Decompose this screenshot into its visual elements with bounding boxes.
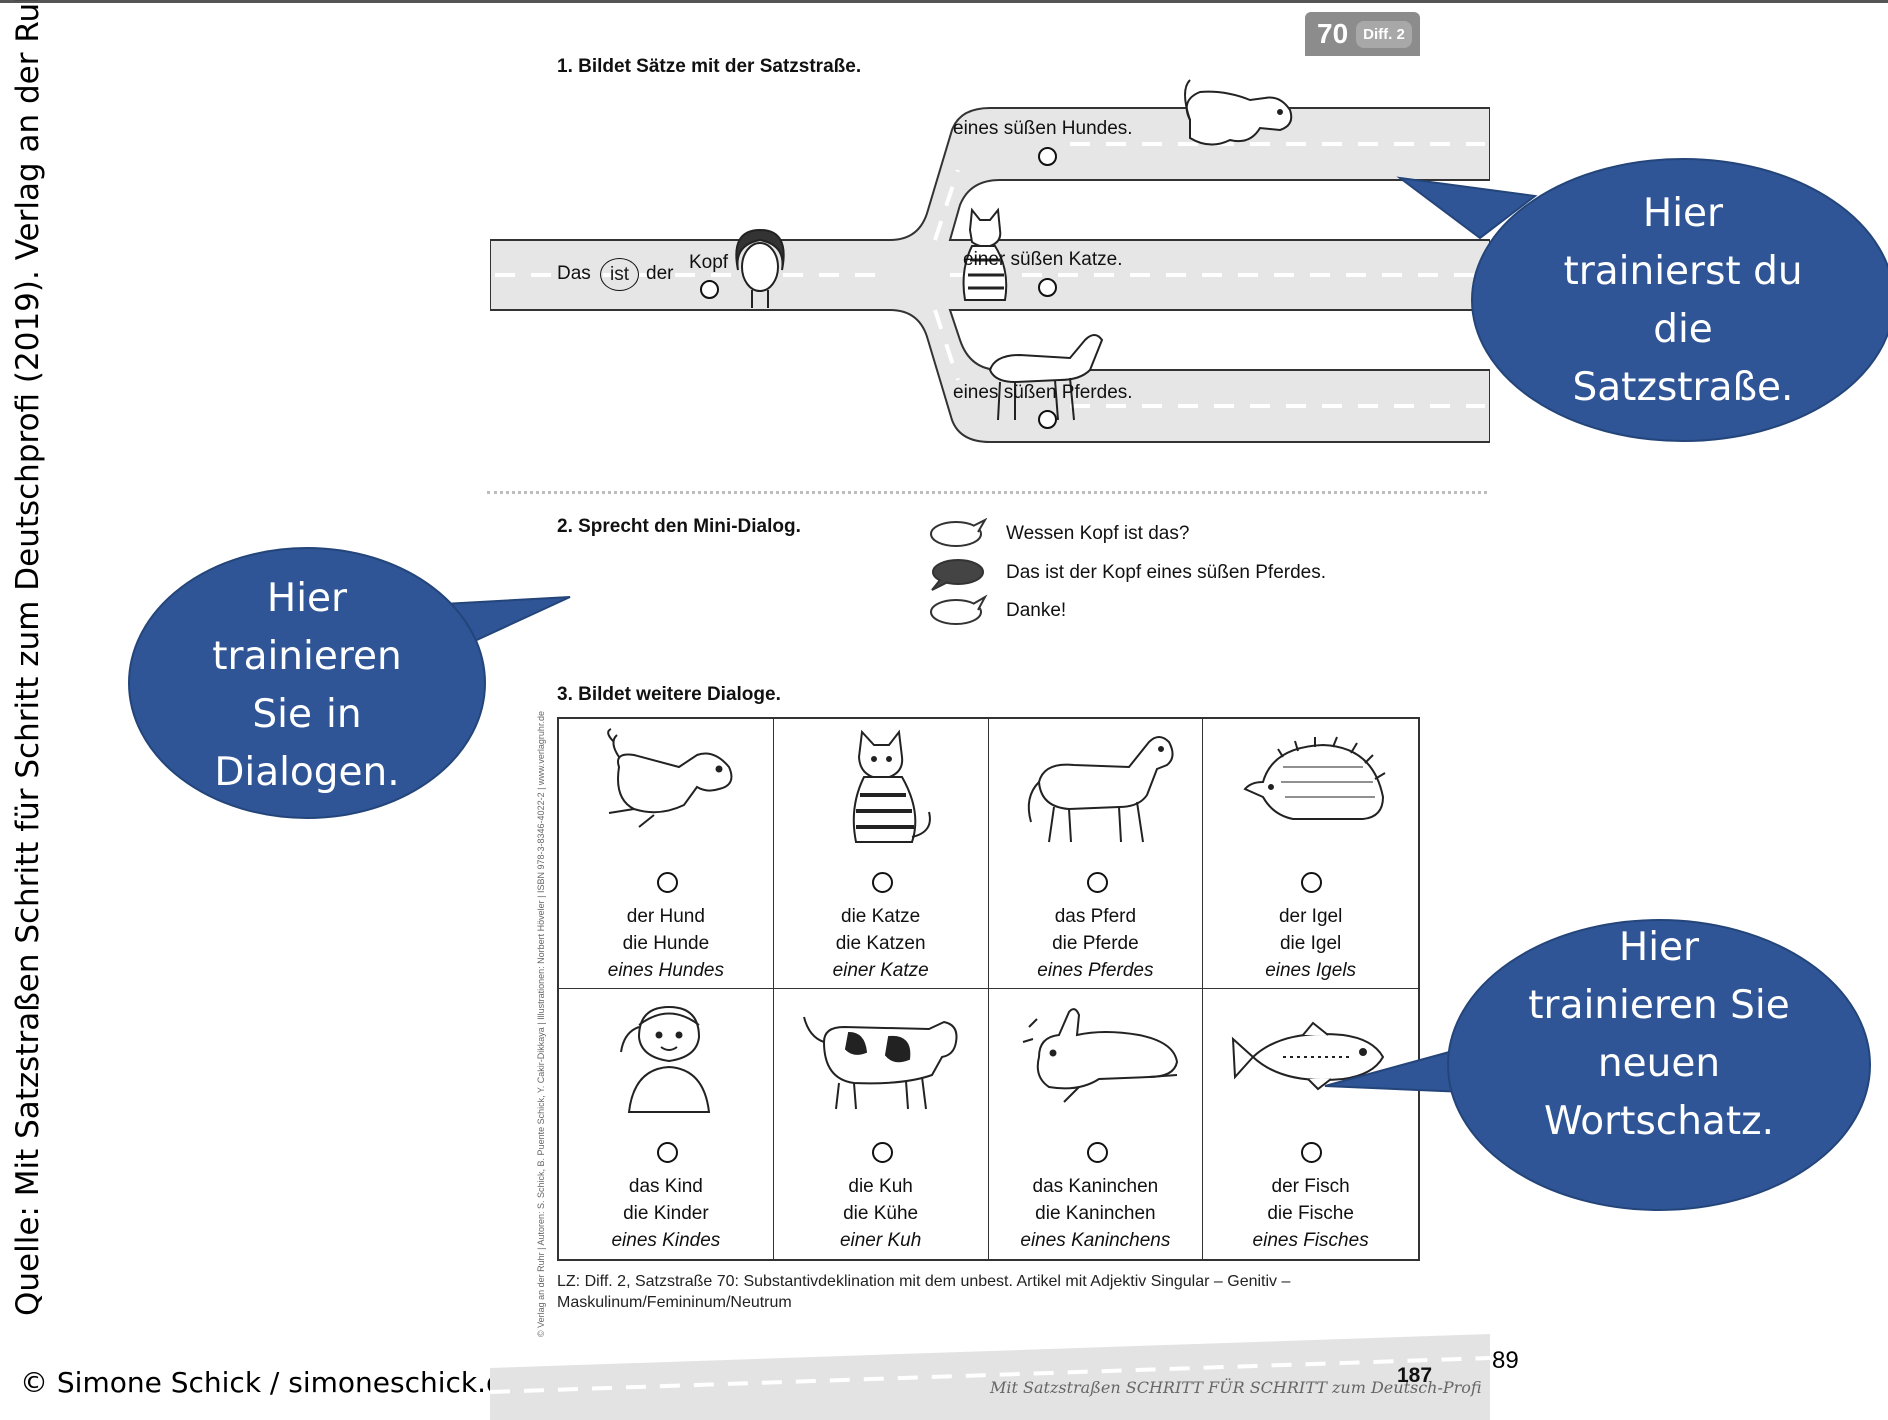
cat-icon <box>962 207 1008 301</box>
speech-bubble-outline-icon <box>930 594 988 625</box>
vocab-cell-horse: das Pferd die Pferde eines Pferdes <box>988 719 1204 989</box>
callout-bubble-wortschatz <box>1324 919 1871 1211</box>
noun-plural: die Pferde <box>1052 933 1139 954</box>
noun-singular: das Kind <box>628 1176 703 1197</box>
vocabulary-grid: der Hund die Hunde eines Hundes die Katz… <box>557 717 1420 1261</box>
noun-plural: die Katzen <box>835 933 926 954</box>
difficulty-badge: Diff. 2 <box>1356 20 1412 48</box>
vocab-cell-cow: die Kuh die Kühe einer Kuh <box>774 989 989 1259</box>
exercise-2-title: 2. Sprecht den Mini-Dialog. <box>557 516 801 537</box>
noun-plural: die Kaninchen <box>1035 1203 1156 1224</box>
noun-genitive: eines Hundes <box>607 960 724 981</box>
worksheet-number-tab: 70 Diff. 2 <box>1305 12 1420 56</box>
road-word-der: der <box>646 263 674 284</box>
noun-plural: die Igel <box>1279 933 1342 954</box>
noun-plural: die Kühe <box>843 1203 919 1224</box>
top-border <box>0 0 1888 3</box>
slide-number: 89 <box>1492 1347 1519 1374</box>
speech-bubble-outline-icon <box>930 518 988 547</box>
footer-road-strip <box>490 1334 1490 1420</box>
noun-singular: der Fisch <box>1271 1176 1350 1197</box>
book-page-number: 187 <box>1397 1364 1433 1387</box>
hedgehog-icon <box>1243 736 1386 820</box>
dialog-line-thanks: Danke! <box>1006 600 1067 621</box>
answer-circle[interactable] <box>1038 410 1057 429</box>
noun-genitive: eines Fisches <box>1252 1230 1369 1251</box>
noun-singular: das Kaninchen <box>1032 1176 1159 1197</box>
road-branch-dog: eines süßen Hundes. <box>953 118 1133 139</box>
exercise-3-title: 3. Bildet weitere Dialoge. <box>557 684 781 705</box>
fish-icon <box>1232 1021 1385 1091</box>
noun-singular: die Katze <box>841 906 921 927</box>
dialog-line-answer: Das ist der Kopf eines süßen Pferdes. <box>1006 562 1326 583</box>
noun-plural: die Kinder <box>623 1203 709 1224</box>
learning-goal-note: LZ: Diff. 2, Satzstraße 70: Substantivde… <box>557 1273 1291 1311</box>
road-branch-horse: eines süßen Pferdes. <box>953 382 1133 403</box>
vocab-cell-child: das Kind die Kinder eines Kindes <box>559 989 774 1259</box>
exercise-1-title: 1. Bildet Sätze mit der Satzstraße. <box>557 56 862 77</box>
answer-circle[interactable] <box>1301 872 1323 893</box>
dialog-line-question: Wessen Kopf ist das? <box>1006 523 1190 544</box>
noun-plural: die Fische <box>1267 1203 1354 1224</box>
noun-genitive: eines Igels <box>1265 960 1357 981</box>
callout-text-satzstrasse: Hier trainierst du die Satzstraße. <box>1563 191 1803 410</box>
vocab-cell-hedgehog: der Igel die Igel eines Igels <box>1203 719 1418 989</box>
road-word-das: Das <box>557 263 591 284</box>
answer-circle[interactable] <box>657 1142 678 1163</box>
vocab-cell-cat: die Katze die Katzen einer Katze <box>773 719 989 989</box>
answer-circle[interactable] <box>700 280 719 299</box>
sentence-road-diagram <box>490 79 1490 443</box>
road-branch-cat: einer süßen Katze. <box>963 249 1123 270</box>
callout-text-wortschatz: Hier trainieren Sie neuen Wortschatz. <box>1528 925 1790 1144</box>
cat-icon <box>852 729 931 843</box>
answer-circle[interactable] <box>1086 872 1108 893</box>
vocab-cell-dog: der Hund die Hunde eines Hundes <box>559 719 774 989</box>
dog-icon <box>1184 79 1293 146</box>
noun-singular: der Hund <box>626 906 705 927</box>
dog-icon <box>607 728 733 828</box>
answer-circle[interactable] <box>1038 147 1057 166</box>
answer-circle[interactable] <box>871 1142 893 1163</box>
road-word-kopf: Kopf <box>689 252 729 273</box>
horse-icon <box>1027 736 1173 843</box>
vocab-cell-rabbit: das Kaninchen die Kaninchen eines Kaninc… <box>989 989 1204 1259</box>
noun-genitive: eines Pferdes <box>1037 960 1154 981</box>
callout-bubble-dialoge <box>128 547 571 819</box>
noun-genitive: eines Kindes <box>611 1230 721 1251</box>
worksheet-number: 70 <box>1317 18 1349 49</box>
horse-icon <box>988 334 1104 421</box>
noun-singular: das Pferd <box>1054 906 1137 927</box>
answer-circle[interactable] <box>657 872 678 893</box>
noun-singular: die Kuh <box>848 1176 913 1197</box>
callout-bubble-satzstrasse <box>1396 158 1888 442</box>
noun-genitive: einer Kuh <box>839 1230 922 1251</box>
speech-bubble-filled-icon <box>931 559 984 591</box>
section-divider <box>487 491 1487 494</box>
answer-circle[interactable] <box>1301 1142 1323 1163</box>
child-icon <box>620 1005 711 1113</box>
noun-singular: der Igel <box>1278 906 1343 927</box>
answer-circle[interactable] <box>1086 1142 1108 1163</box>
vocab-cell-fish: der Fisch die Fische eines Fisches <box>1203 989 1418 1259</box>
answer-circle[interactable] <box>871 872 893 893</box>
noun-genitive: einer Katze <box>832 960 929 981</box>
cow-icon <box>802 1016 958 1110</box>
rabbit-icon <box>1022 1008 1178 1103</box>
answer-circle[interactable] <box>1038 278 1057 297</box>
noun-plural: die Hunde <box>622 933 710 954</box>
noun-genitive: eines Kaninchens <box>1020 1230 1171 1251</box>
person-head-icon <box>735 228 785 308</box>
book-title-footer: Mit Satzstraßen SCHRITT FÜR SCHRITT zum … <box>990 1378 1482 1397</box>
copyright-note: © Simone Schick / simoneschick.de <box>20 1366 522 1399</box>
road-word-ist: ist <box>600 258 639 291</box>
